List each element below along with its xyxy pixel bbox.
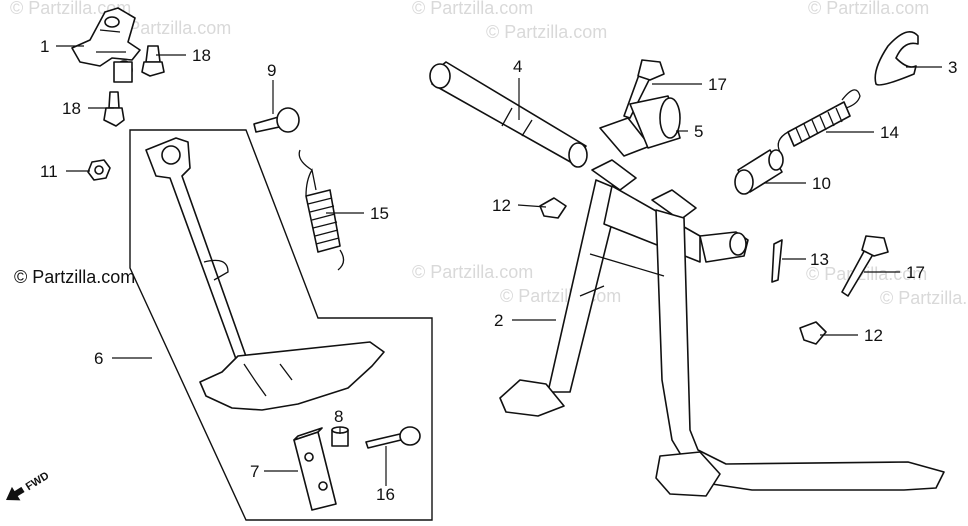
watermark-dark: © Partzilla.com xyxy=(14,267,135,287)
callout-1: 1 xyxy=(40,37,49,56)
fwd-label: FWD xyxy=(24,470,52,493)
watermark: © Partzilla.com xyxy=(500,286,621,306)
callout-18: 18 xyxy=(192,46,211,65)
callout-16: 16 xyxy=(376,485,395,504)
part-8-collar xyxy=(331,426,349,447)
part-18-bolt-upper xyxy=(141,45,165,77)
part-12-clip-lower xyxy=(799,321,827,345)
callout-3: 3 xyxy=(948,58,957,77)
callout-18: 18 xyxy=(62,99,81,118)
callout-5: 5 xyxy=(694,122,703,141)
forward-arrow-icon xyxy=(6,486,25,501)
part-18-bolt-lower xyxy=(103,91,125,127)
part-1-stand-bracket xyxy=(71,7,141,83)
watermark: © Partzilla.com xyxy=(412,0,533,18)
callout-2: 2 xyxy=(494,311,503,330)
part-4-pivot-shaft xyxy=(429,61,588,168)
callout-17: 17 xyxy=(906,263,925,282)
part-16-bolt xyxy=(365,426,421,449)
part-17-bolt-lower xyxy=(841,235,889,297)
callout-12: 12 xyxy=(492,196,511,215)
callout-labels: 1 18 18 11 9 15 6 7 8 16 4 17 5 3 14 10 … xyxy=(40,37,957,504)
callout-17: 17 xyxy=(708,75,727,94)
watermark: © Partzilla.com xyxy=(10,0,131,18)
watermark: © Partzilla.com xyxy=(110,18,231,38)
callout-10: 10 xyxy=(812,174,831,193)
watermark: © Partzilla.com xyxy=(486,22,607,42)
part-6-side-stand xyxy=(145,137,385,411)
callout-4: 4 xyxy=(513,57,522,76)
callout-15: 15 xyxy=(370,204,389,223)
part-7-stopper-block xyxy=(293,427,337,511)
leader-lines xyxy=(56,45,942,486)
callout-8: 8 xyxy=(334,407,343,426)
part-3-spring-hook xyxy=(874,30,919,86)
watermark: © Partzilla.com xyxy=(808,0,929,18)
forward-direction-indicator: FWD xyxy=(6,470,52,501)
part-2-main-stand xyxy=(499,159,945,497)
side-stand-assembly-frame xyxy=(129,129,433,521)
watermark: © Partzilla.com xyxy=(880,288,968,308)
part-12-clip-upper xyxy=(539,197,567,219)
callout-12: 12 xyxy=(864,326,883,345)
watermark: © Partzilla.com xyxy=(412,262,533,282)
part-5-stand-bracket xyxy=(599,95,681,157)
part-11-nut xyxy=(87,159,111,181)
part-9-pivot-bolt xyxy=(253,107,300,133)
part-15-side-stand-spring xyxy=(298,149,345,271)
watermark: © Partzilla.com xyxy=(806,264,927,284)
callout-11: 11 xyxy=(40,162,58,181)
callout-13: 13 xyxy=(810,250,829,269)
part-13-cotter-pin xyxy=(771,239,783,283)
part-14-main-stand-spring xyxy=(777,89,861,153)
callout-7: 7 xyxy=(250,462,259,481)
callout-14: 14 xyxy=(880,123,899,142)
callout-6: 6 xyxy=(94,349,103,368)
part-10-spring-sleeve xyxy=(734,149,784,195)
callout-9: 9 xyxy=(267,61,276,80)
